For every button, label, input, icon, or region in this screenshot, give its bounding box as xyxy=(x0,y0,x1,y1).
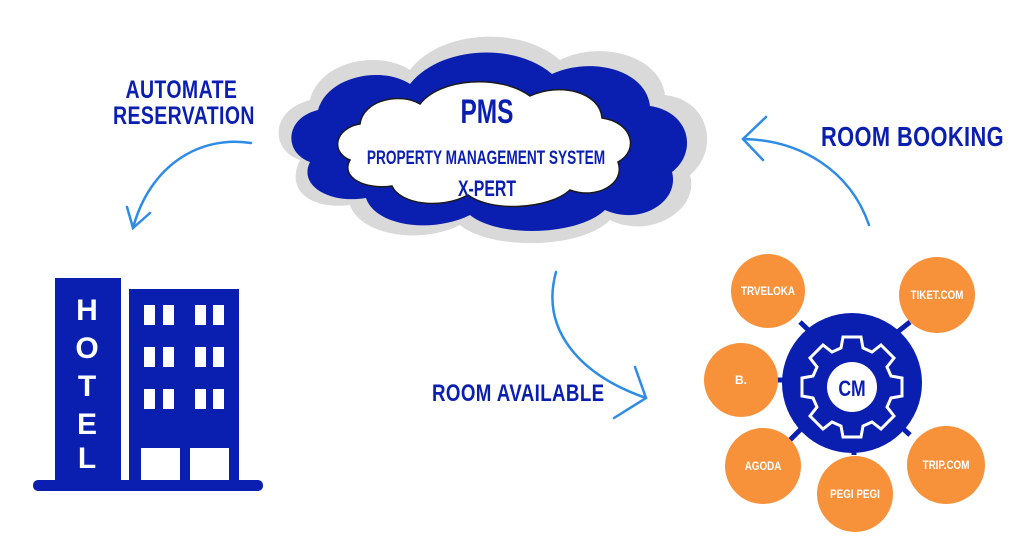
hotel-windows xyxy=(141,305,229,480)
arrow-room-booking xyxy=(741,137,871,227)
channel-circle-tripcom xyxy=(907,426,985,504)
automate-line2: RESERVATION xyxy=(113,102,255,131)
hotel-ground xyxy=(33,480,263,491)
hotel-sign-letter-t: T xyxy=(78,370,96,403)
channel-label-trveloka: TRVELOKA xyxy=(741,285,795,298)
arrow-room-booking-head xyxy=(741,115,768,162)
arrow-room-available xyxy=(551,270,648,400)
cloud-subtitle: PROPERTY MANAGEMENT SYSTEM xyxy=(367,147,605,169)
channel-label-tiket: TIKET.COM xyxy=(910,289,963,302)
channel-circle-b xyxy=(704,343,778,417)
channel-circle-agoda xyxy=(725,428,801,504)
hotel-sign-letter-l: L xyxy=(78,442,96,475)
channel-label-agoda: AGODA xyxy=(745,460,782,473)
arrow-automate-reservation xyxy=(131,140,253,230)
hotel-building-icon xyxy=(33,278,263,491)
hotel-sign-letter-h: H xyxy=(76,294,98,327)
channel-label-pegipegi: PEGI PEGI xyxy=(830,488,880,501)
hotel-sign-tower xyxy=(55,278,121,481)
cm-label: CM xyxy=(838,377,865,401)
room-available-label: ROOM AVAILABLE xyxy=(432,380,605,407)
channel-circle-pegipegi xyxy=(817,456,893,532)
hotel-sign-letter-e: E xyxy=(77,408,97,441)
channel-manager-hub: CM xyxy=(782,313,922,453)
channel-label-b: B. xyxy=(735,373,747,387)
channel-circle-trveloka xyxy=(731,254,805,328)
cloud-icon xyxy=(278,36,708,244)
hotel-sign-letter-o: O xyxy=(75,332,98,365)
automate-line1: AUTOMATE xyxy=(125,76,238,104)
arrow-automate-reservation-head xyxy=(125,205,152,231)
automate-reservation-label: AUTOMATE RESERVATION xyxy=(113,77,255,130)
channel-label-tripcom: TRIP.COM xyxy=(923,459,970,472)
cloud-product: X-PERT xyxy=(458,178,516,202)
channel-circle-tiket xyxy=(899,257,975,333)
room-booking-label: ROOM BOOKING xyxy=(821,121,1005,152)
gear-icon xyxy=(800,335,904,439)
cloud-title: PMS xyxy=(460,93,513,131)
arrow-room-available-head xyxy=(612,365,648,420)
cloud-inner xyxy=(336,81,632,208)
